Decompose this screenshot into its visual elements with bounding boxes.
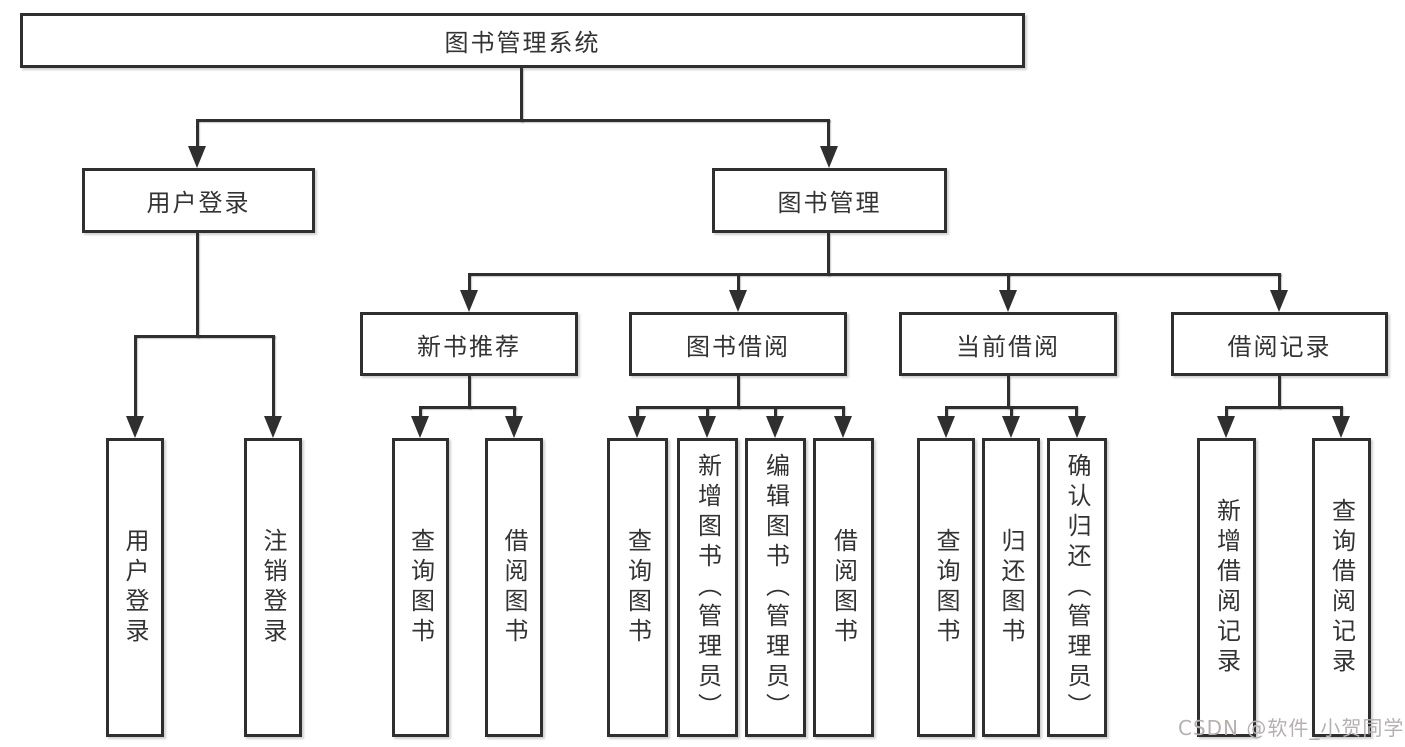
connector-vline bbox=[520, 68, 523, 122]
leaf-borrow-books-recommend: 借阅图书 bbox=[485, 438, 543, 737]
arrow-down-icon bbox=[505, 416, 523, 438]
connector-vline bbox=[419, 406, 422, 418]
connector-vline bbox=[1278, 376, 1281, 409]
connector-vline bbox=[513, 406, 516, 418]
connector-vline bbox=[1075, 406, 1078, 418]
connector-hline bbox=[636, 406, 844, 409]
watermark: CSDN @软件_小贺同学 bbox=[1178, 716, 1405, 740]
connector-vline bbox=[774, 406, 777, 418]
connector-vline bbox=[827, 233, 830, 276]
leaf-query-books-current: 查询图书 bbox=[917, 438, 975, 737]
connector-vline bbox=[1278, 273, 1281, 292]
connector-hline bbox=[134, 335, 275, 338]
leaf-query-borrow-record: 查询借阅记录 bbox=[1312, 438, 1371, 737]
leaf-query-books-borrow: 查询图书 bbox=[607, 438, 668, 737]
connector-vline bbox=[737, 376, 740, 409]
connector-hline bbox=[196, 119, 830, 122]
connector-hline bbox=[1225, 406, 1342, 409]
connector-vline bbox=[827, 119, 830, 148]
connector-vline bbox=[1007, 376, 1010, 409]
leaf-user-login: 用户登录 bbox=[106, 438, 164, 737]
node-current-borrowing: 当前借阅 bbox=[899, 312, 1117, 376]
connector-hline bbox=[419, 406, 516, 409]
arrow-down-icon bbox=[1002, 416, 1020, 438]
connector-vline bbox=[468, 376, 471, 409]
leaf-logout: 注销登录 bbox=[244, 438, 302, 737]
arrow-down-icon bbox=[188, 146, 206, 168]
node-borrowing-records: 借阅记录 bbox=[1171, 312, 1388, 376]
arrow-down-icon bbox=[1068, 416, 1086, 438]
connector-vline bbox=[1340, 406, 1343, 418]
leaf-confirm-return-admin: 确认归还（管理员） bbox=[1047, 438, 1107, 737]
arrow-down-icon bbox=[999, 290, 1017, 312]
connector-vline bbox=[636, 406, 639, 418]
leaf-borrow-books: 借阅图书 bbox=[813, 438, 874, 737]
connector-hline bbox=[468, 273, 1281, 276]
arrow-down-icon bbox=[1217, 416, 1235, 438]
arrow-down-icon bbox=[126, 416, 144, 438]
arrow-down-icon bbox=[698, 416, 716, 438]
connector-vline bbox=[468, 273, 471, 292]
node-new-book-recommendation: 新书推荐 bbox=[360, 312, 578, 376]
arrow-down-icon bbox=[628, 416, 646, 438]
connector-vline bbox=[842, 406, 845, 418]
node-user-login: 用户登录 bbox=[82, 168, 315, 233]
arrow-down-icon bbox=[729, 290, 747, 312]
connector-vline bbox=[272, 335, 275, 418]
node-library-management-system: 图书管理系统 bbox=[20, 13, 1025, 68]
arrow-down-icon bbox=[264, 416, 282, 438]
connector-vline bbox=[196, 119, 199, 148]
arrow-down-icon bbox=[1332, 416, 1350, 438]
arrow-down-icon bbox=[411, 416, 429, 438]
connector-vline bbox=[196, 233, 199, 338]
leaf-add-books-admin: 新增图书（管理员） bbox=[677, 438, 738, 737]
connector-vline bbox=[737, 273, 740, 292]
leaf-add-borrow-record: 新增借阅记录 bbox=[1197, 438, 1256, 737]
arrow-down-icon bbox=[460, 290, 478, 312]
arrow-down-icon bbox=[766, 416, 784, 438]
arrow-down-icon bbox=[1270, 290, 1288, 312]
arrow-down-icon bbox=[834, 416, 852, 438]
arrow-down-icon bbox=[937, 416, 955, 438]
connector-vline bbox=[1007, 273, 1010, 292]
leaf-query-books-recommend: 查询图书 bbox=[392, 438, 449, 737]
connector-vline bbox=[134, 335, 137, 418]
leaf-return-books: 归还图书 bbox=[982, 438, 1040, 737]
connector-vline bbox=[1225, 406, 1228, 418]
leaf-edit-books-admin: 编辑图书（管理员） bbox=[745, 438, 806, 737]
connector-vline bbox=[706, 406, 709, 418]
connector-vline bbox=[945, 406, 948, 418]
connector-vline bbox=[1010, 406, 1013, 418]
arrow-down-icon bbox=[820, 146, 838, 168]
node-book-borrowing: 图书借阅 bbox=[629, 312, 847, 376]
node-book-management: 图书管理 bbox=[712, 168, 947, 233]
